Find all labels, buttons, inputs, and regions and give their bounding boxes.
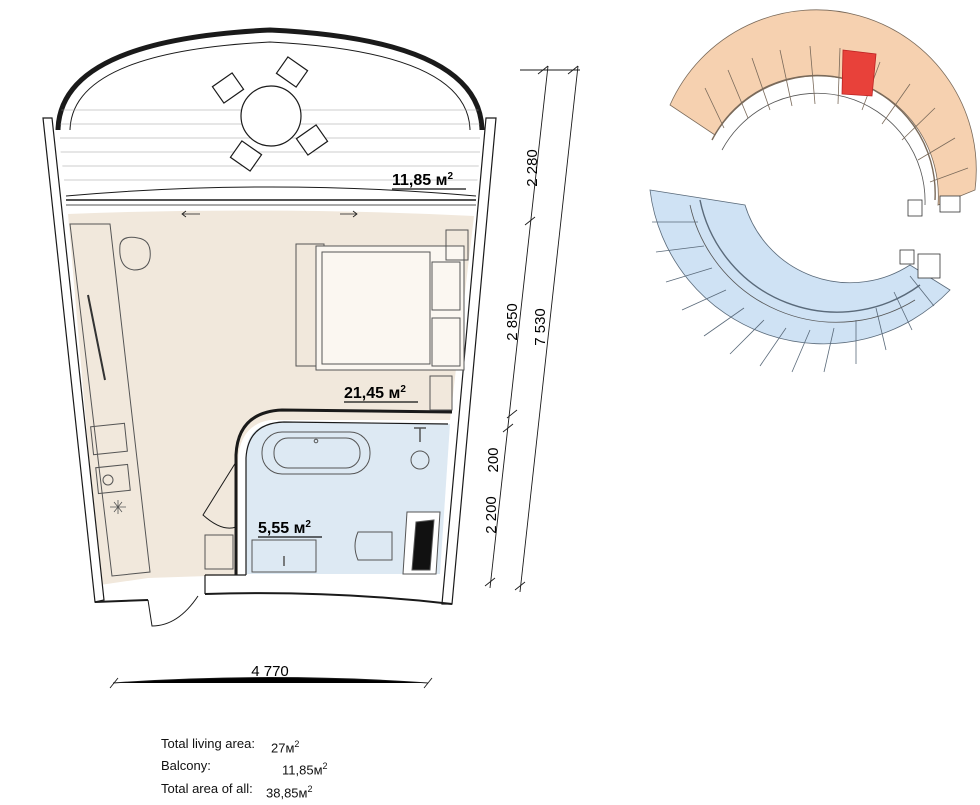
blue-block [649,189,951,373]
dim-gap: 200 [485,447,502,472]
selected-unit-marker [841,49,877,97]
summary-total-value: 38,85м2 [266,783,313,800]
summary-total: Total area of all: 38,85м2 [161,780,328,802]
living-area-label: 21,45 м2 [344,384,406,402]
summary-balcony-value: 11,85м2 [282,761,328,778]
dimension-lines [109,65,580,689]
summary-living: Total living area: 27м2 [161,735,328,757]
dim-living: 2 850 [504,303,521,341]
dim-balcony: 2 280 [524,149,541,187]
balcony: 11,85 м2 [55,27,485,197]
walls [42,117,497,627]
dim-bath: 2 200 [483,496,500,534]
balcony-table-icon [211,56,329,172]
area-summary: Total living area: 27м2 Balcony: 11,85м2… [161,735,328,802]
furniture [69,223,469,577]
summary-living-value: 27м2 [271,739,300,756]
summary-balcony-label: Balcony: [161,758,211,774]
summary-living-label: Total living area: [161,736,255,751]
dim-total: 7 530 [532,308,549,346]
summary-balcony: Balcony: 11,85м2 [161,757,328,779]
orange-block [669,9,977,217]
dim-width: 4 770 [251,663,289,680]
bathroom-area-label: 5,55 м2 [258,519,311,537]
balcony-area-label: 11,85 м2 [392,171,453,189]
key-plan [649,9,977,373]
summary-total-label: Total area of all: [161,780,253,796]
bathroom-area [246,422,450,574]
